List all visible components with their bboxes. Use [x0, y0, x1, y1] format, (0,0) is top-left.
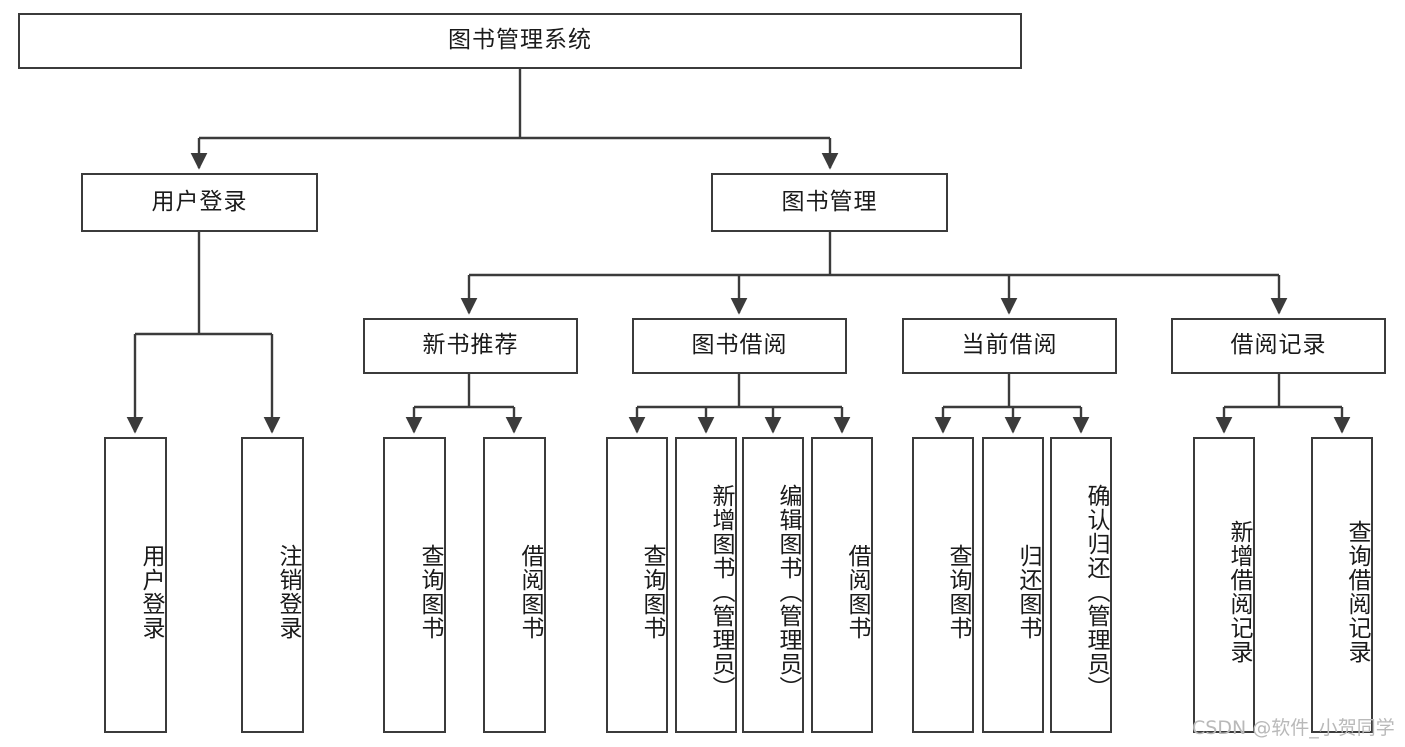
node-leaf-query-book-recommend[interactable]: 查询图书	[383, 437, 446, 733]
node-book-borrow[interactable]: 图书借阅	[632, 318, 847, 374]
node-root-label: 图书管理系统	[448, 27, 592, 54]
node-book-management[interactable]: 图书管理	[711, 173, 948, 232]
node-book-management-label: 图书管理	[781, 188, 878, 215]
node-leaf-query-book-recommend-label: 查询图书	[417, 544, 443, 640]
node-leaf-query-book-borrow[interactable]: 查询图书	[606, 437, 668, 733]
node-leaf-add-borrow-record[interactable]: 新增借阅记录	[1193, 437, 1255, 733]
node-root-book-management-system[interactable]: 图书管理系统	[18, 13, 1022, 69]
node-borrow-record[interactable]: 借阅记录	[1171, 318, 1386, 374]
node-leaf-confirm-return-admin[interactable]: 确认归还（管理员）	[1050, 437, 1112, 733]
node-leaf-return-book-label: 归还图书	[1015, 544, 1041, 640]
node-book-borrow-label: 图书借阅	[691, 332, 788, 359]
node-leaf-add-borrow-record-label: 新增借阅记录	[1226, 520, 1252, 664]
node-leaf-borrow-book-recommend-label: 借阅图书	[517, 544, 543, 640]
node-user-login[interactable]: 用户登录	[81, 173, 318, 232]
node-current-borrow[interactable]: 当前借阅	[902, 318, 1117, 374]
node-leaf-user-login[interactable]: 用户登录	[104, 437, 167, 733]
node-leaf-return-book[interactable]: 归还图书	[982, 437, 1044, 733]
node-leaf-borrow-book[interactable]: 借阅图书	[811, 437, 873, 733]
node-leaf-query-book-current-label: 查询图书	[945, 544, 971, 640]
node-leaf-add-book-admin[interactable]: 新增图书（管理员）	[675, 437, 737, 733]
csdn-watermark: CSDN @软件_小贺同学	[1192, 717, 1395, 739]
node-leaf-borrow-book-label: 借阅图书	[844, 544, 870, 640]
node-leaf-query-borrow-record[interactable]: 查询借阅记录	[1311, 437, 1373, 733]
node-leaf-query-book-current[interactable]: 查询图书	[912, 437, 974, 733]
node-leaf-edit-book-admin[interactable]: 编辑图书（管理员）	[742, 437, 804, 733]
node-leaf-logout-label: 注销登录	[275, 544, 301, 640]
node-leaf-add-book-admin-label: 新增图书（管理员）	[708, 484, 734, 700]
node-new-book-recommend-label: 新书推荐	[422, 332, 519, 359]
node-leaf-confirm-return-admin-label: 确认归还（管理员）	[1083, 484, 1109, 700]
node-leaf-user-login-label: 用户登录	[138, 544, 164, 640]
node-new-book-recommend[interactable]: 新书推荐	[363, 318, 578, 374]
node-user-login-label: 用户登录	[151, 188, 248, 215]
node-leaf-borrow-book-recommend[interactable]: 借阅图书	[483, 437, 546, 733]
node-leaf-query-book-borrow-label: 查询图书	[639, 544, 665, 640]
node-current-borrow-label: 当前借阅	[961, 332, 1058, 359]
node-leaf-edit-book-admin-label: 编辑图书（管理员）	[775, 484, 801, 700]
node-leaf-logout[interactable]: 注销登录	[241, 437, 304, 733]
node-borrow-record-label: 借阅记录	[1230, 332, 1327, 359]
node-leaf-query-borrow-record-label: 查询借阅记录	[1344, 520, 1370, 664]
